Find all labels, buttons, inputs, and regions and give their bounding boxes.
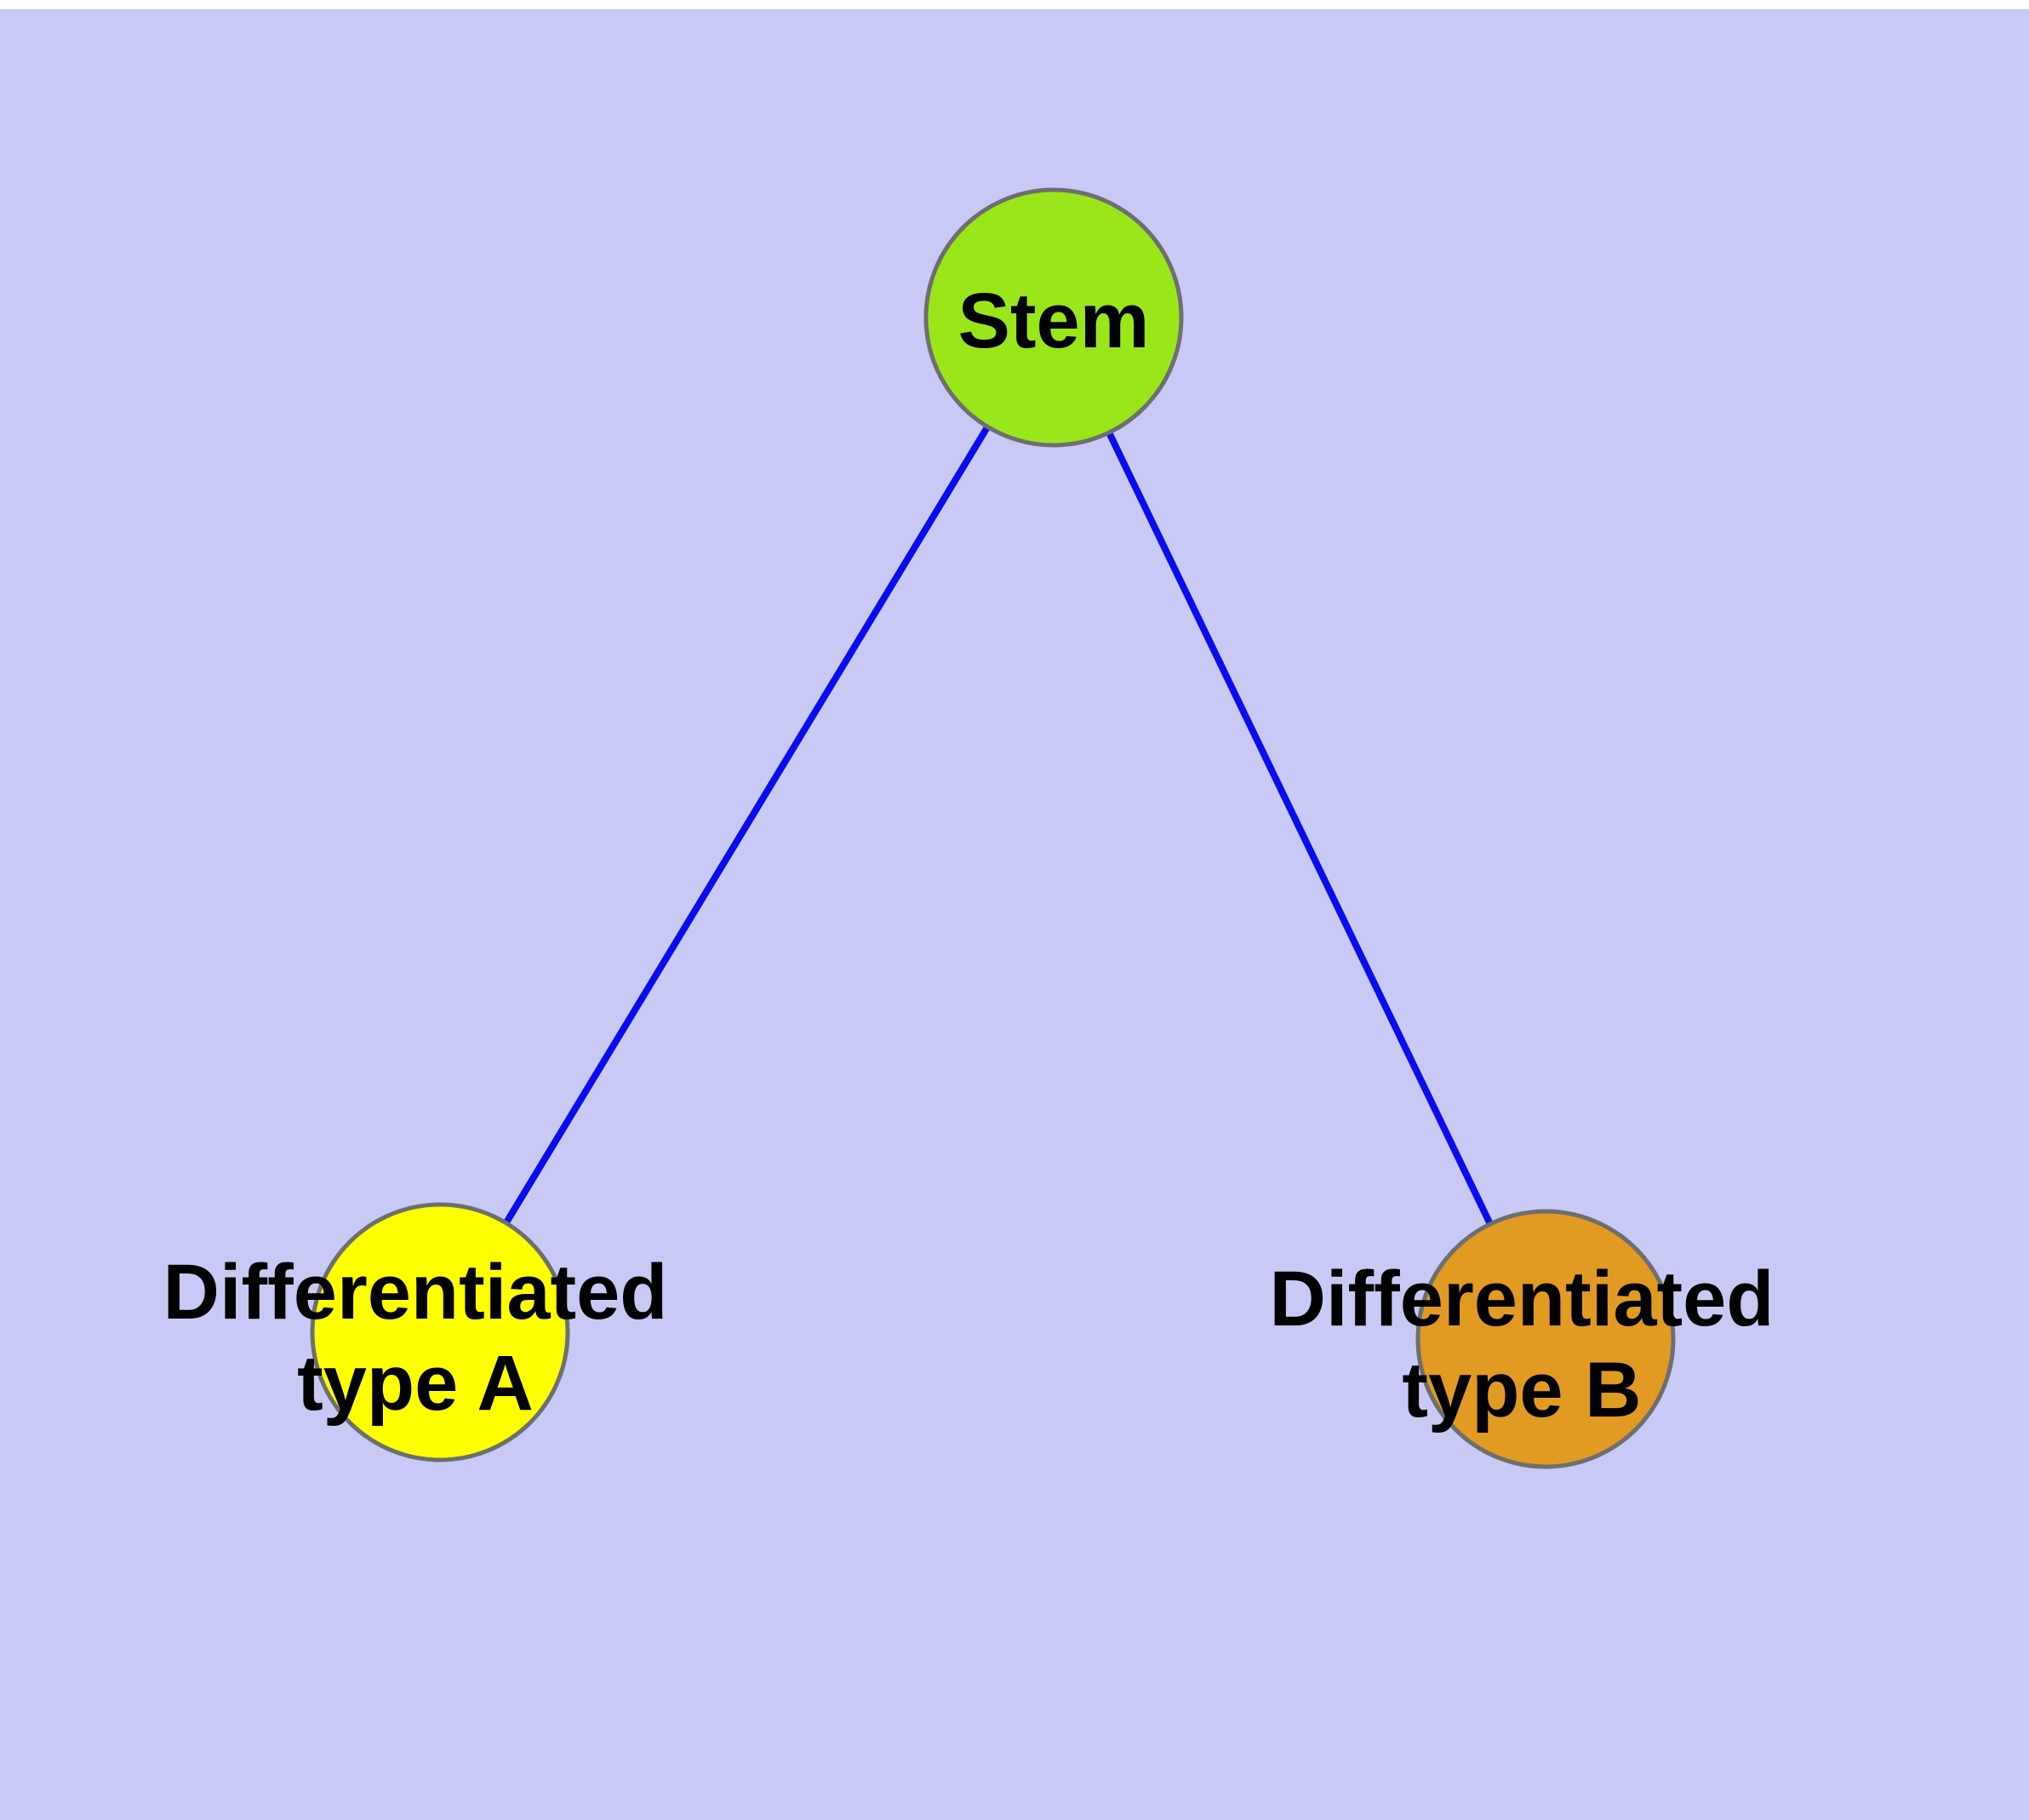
type-a-label-line2: type A — [297, 1340, 534, 1427]
stem-node-label: Stem — [958, 278, 1150, 364]
stem-node — [923, 187, 1184, 448]
type-b-node — [1415, 1209, 1676, 1469]
type-b-label-line1: Differentiated — [1270, 1256, 1775, 1342]
type-a-label-line1: Differentiated — [163, 1249, 668, 1336]
type-a-node — [310, 1202, 570, 1462]
type-b-label-line2: type B — [1402, 1347, 1641, 1434]
edge-stem-to-type-a — [437, 314, 1057, 1336]
top-margin-strip — [0, 0, 2029, 9]
edge-stem-to-type-b — [1050, 314, 1549, 1342]
